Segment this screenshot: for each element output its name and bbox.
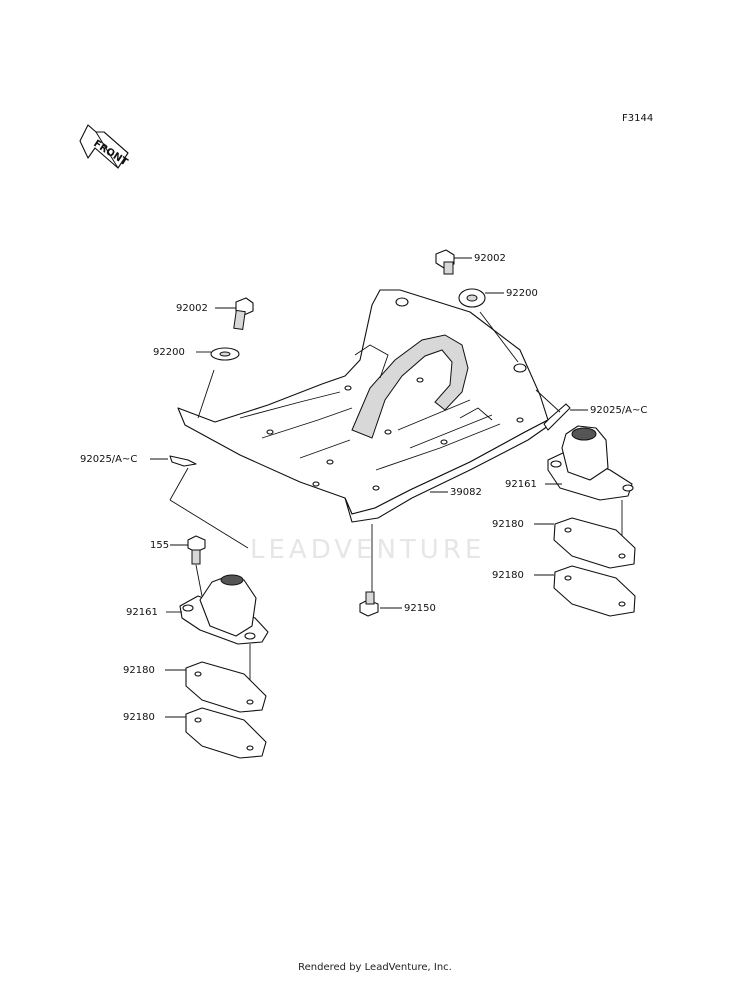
- skid-plate-39082: [177, 289, 549, 523]
- callout-92180-right-1: 92180: [492, 519, 524, 530]
- washer-92200-left: [210, 347, 240, 361]
- bolt-92002-left: [233, 297, 254, 331]
- callout-92200-left: 92200: [153, 347, 185, 358]
- callout-92180-right-2: 92180: [492, 570, 524, 581]
- callout-92025-right: 92025/A~C: [590, 405, 647, 416]
- mount-92161-right: [547, 425, 634, 501]
- figure-code: F3144: [622, 113, 653, 124]
- callout-92161-right: 92161: [505, 479, 537, 490]
- clip-92025-right: [543, 403, 571, 431]
- clip-92025-left: [169, 455, 197, 467]
- plate-92180-left-1: [185, 661, 267, 713]
- callout-92002-right: 92002: [474, 253, 506, 264]
- washer-92200-right: [458, 288, 486, 308]
- callout-39082: 39082: [450, 487, 482, 498]
- callout-92150: 92150: [404, 603, 436, 614]
- plate-92180-left-2: [185, 707, 267, 759]
- front-arrow-icon: FRONT: [79, 124, 130, 169]
- mount-92161-left: [179, 574, 269, 645]
- callout-92180-left-2: 92180: [123, 712, 155, 723]
- bolt-155: [187, 535, 206, 565]
- callout-92025-left: 92025/A~C: [80, 454, 137, 465]
- callout-155: 155: [150, 540, 169, 551]
- bolt-92002-right: [435, 249, 455, 275]
- callout-92200-right: 92200: [506, 288, 538, 299]
- callout-92161-left: 92161: [126, 607, 158, 618]
- watermark-text: LEADVENTURE: [250, 535, 485, 565]
- plate-92180-right-2: [553, 565, 636, 617]
- callout-92002-left: 92002: [176, 303, 208, 314]
- plate-92180-right-1: [553, 517, 636, 569]
- callout-92180-left-1: 92180: [123, 665, 155, 676]
- bolt-92150: [359, 591, 379, 617]
- footer-credit: Rendered by LeadVenture, Inc.: [298, 962, 452, 973]
